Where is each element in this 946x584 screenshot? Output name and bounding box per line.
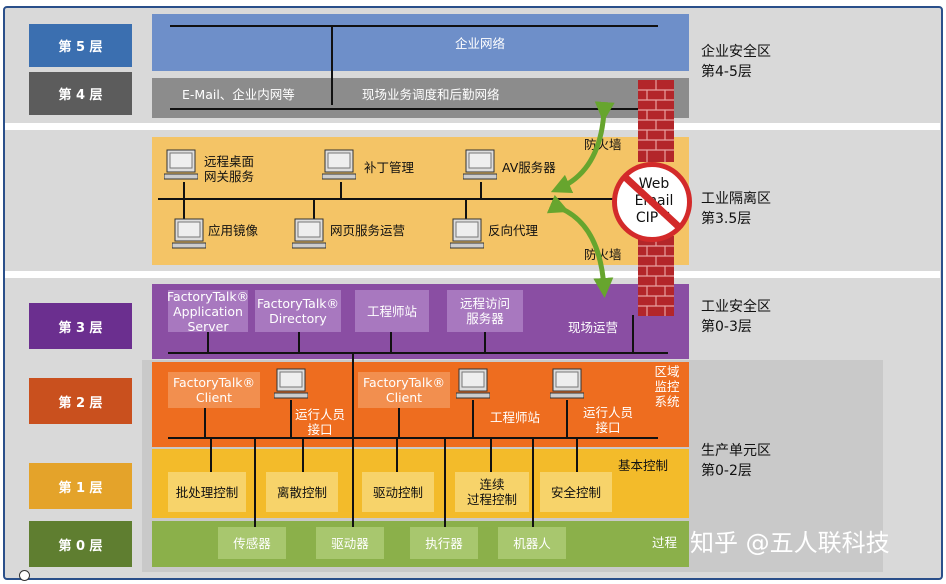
discrete-control-box: 离散控制 <box>266 472 338 512</box>
l1-drop-7 <box>490 438 492 472</box>
remote-desktop-gateway-label: 远程桌面 网关服务 <box>204 154 255 184</box>
dmz-drop-4 <box>183 198 185 220</box>
level-2-label: 第 2 层 <box>29 378 132 424</box>
engineering-station-box: 工程师站 <box>355 290 429 332</box>
l2-drop-2 <box>290 400 292 439</box>
safety-control-box: 安全控制 <box>540 472 612 512</box>
computer-icon <box>450 218 484 249</box>
l1-drop-1 <box>210 438 212 472</box>
dmz-bus <box>158 198 638 200</box>
web-services-label: 网页服务运营 <box>330 223 406 238</box>
batch-control-box: 批处理控制 <box>168 472 246 512</box>
level-0-label: 第 0 层 <box>29 521 132 567</box>
l3-drop-2 <box>298 332 300 354</box>
sensor-box: 传感器 <box>218 527 286 559</box>
computer-icon <box>274 368 308 399</box>
enterprise-network-label: 企业网络 <box>454 36 505 51</box>
l1-drop-2 <box>254 438 256 527</box>
divider-bottom <box>5 271 940 278</box>
corner-marker <box>19 570 30 581</box>
dmz-drop-1 <box>183 182 185 200</box>
l1-drop-8 <box>532 438 534 527</box>
l1-drop-6 <box>444 438 446 527</box>
operator-interface-label-2: 运行人员 接口 <box>582 405 633 435</box>
ft-application-server-box: FactoryTalk® Application Server <box>166 288 250 334</box>
computer-icon <box>164 149 198 180</box>
level-4-label: 第 4 层 <box>29 72 132 115</box>
zone-cell-label: 生产单元区 第0-2层 <box>701 443 771 479</box>
computer-icon <box>292 218 326 249</box>
dmz-drop-2 <box>340 182 342 200</box>
dmz-drop-3 <box>480 182 482 200</box>
zone-enterprise-label: 企业安全区 第4-5层 <box>701 44 771 80</box>
dmz-drop-6 <box>465 198 467 220</box>
area-supervisory-label: 区域 监控 系统 <box>654 364 680 409</box>
l2-drop-4 <box>472 400 474 439</box>
zone-industrial-label: 工业安全区 第0-3层 <box>701 299 771 335</box>
bidirectional-arrow-icon <box>546 101 615 298</box>
l3-drop-1 <box>207 332 209 354</box>
ft-client-box-1: FactoryTalk® Client <box>168 372 260 408</box>
computer-icon <box>322 149 356 180</box>
level-5-band <box>152 14 689 71</box>
computer-icon <box>550 368 584 399</box>
email-intranet-label: E-Mail、企业内网等 <box>182 87 295 102</box>
robot-box: 机器人 <box>498 527 566 559</box>
computer-icon <box>463 149 497 180</box>
level-2-divider <box>352 354 354 449</box>
watermark-text: 知乎 @五人联科技 <box>690 529 890 557</box>
l3-drop-4 <box>484 332 486 354</box>
level-5-label: 第 5 层 <box>29 24 132 67</box>
l1-drop-3 <box>302 438 304 472</box>
continuous-process-control-box: 连续 过程控制 <box>455 472 529 512</box>
no-entry-slash <box>622 174 682 230</box>
l3-drop-3 <box>390 332 392 354</box>
level-3-bus <box>168 352 668 354</box>
level-1-label: 第 1 层 <box>29 463 132 509</box>
ft-client-box-2: FactoryTalk® Client <box>358 372 450 408</box>
l1-drop-9 <box>576 438 578 472</box>
firewall-brick-icon <box>638 80 674 162</box>
drive-control-box: 驱动控制 <box>362 472 434 512</box>
remote-access-server-box: 远程访问 服务器 <box>447 290 523 332</box>
level-4-bus <box>170 108 658 110</box>
site-operations-label: 现场运营 <box>568 320 619 335</box>
l2-drop-1 <box>204 408 206 439</box>
site-scheduling-label: 现场业务调度和后勤网络 <box>362 87 500 102</box>
zone-dmz-label: 工业隔离区 第3.5层 <box>701 191 771 227</box>
computer-icon <box>456 368 490 399</box>
l2-drop-5 <box>566 400 568 439</box>
enterprise-riser <box>331 25 333 105</box>
patch-management-label: 补丁管理 <box>364 160 415 175</box>
level-2-bus <box>168 437 658 439</box>
l1-drop-5 <box>396 438 398 472</box>
application-mirror-label: 应用镜像 <box>208 223 259 238</box>
process-label: 过程 <box>652 535 678 550</box>
firewall-brick-icon <box>638 236 674 316</box>
av-server-label: AV服务器 <box>502 160 556 175</box>
ft-directory-box: FactoryTalk® Directory <box>255 290 341 332</box>
l3-drop-5 <box>632 315 634 354</box>
computer-icon <box>172 218 206 249</box>
engineering-station-label-2: 工程师站 <box>490 410 541 425</box>
reverse-proxy-label: 反向代理 <box>488 223 539 238</box>
basic-control-label: 基本控制 <box>618 458 669 473</box>
dmz-drop-5 <box>313 198 315 220</box>
operator-interface-label-1: 运行人员 接口 <box>294 407 345 437</box>
divider-top <box>5 123 940 130</box>
l2-drop-3 <box>398 408 400 439</box>
l1-drop-4 <box>352 438 354 527</box>
level-3-label: 第 3 层 <box>29 303 132 349</box>
enterprise-bus <box>170 25 658 27</box>
driver-box: 驱动器 <box>316 527 384 559</box>
actuator-box: 执行器 <box>410 527 478 559</box>
